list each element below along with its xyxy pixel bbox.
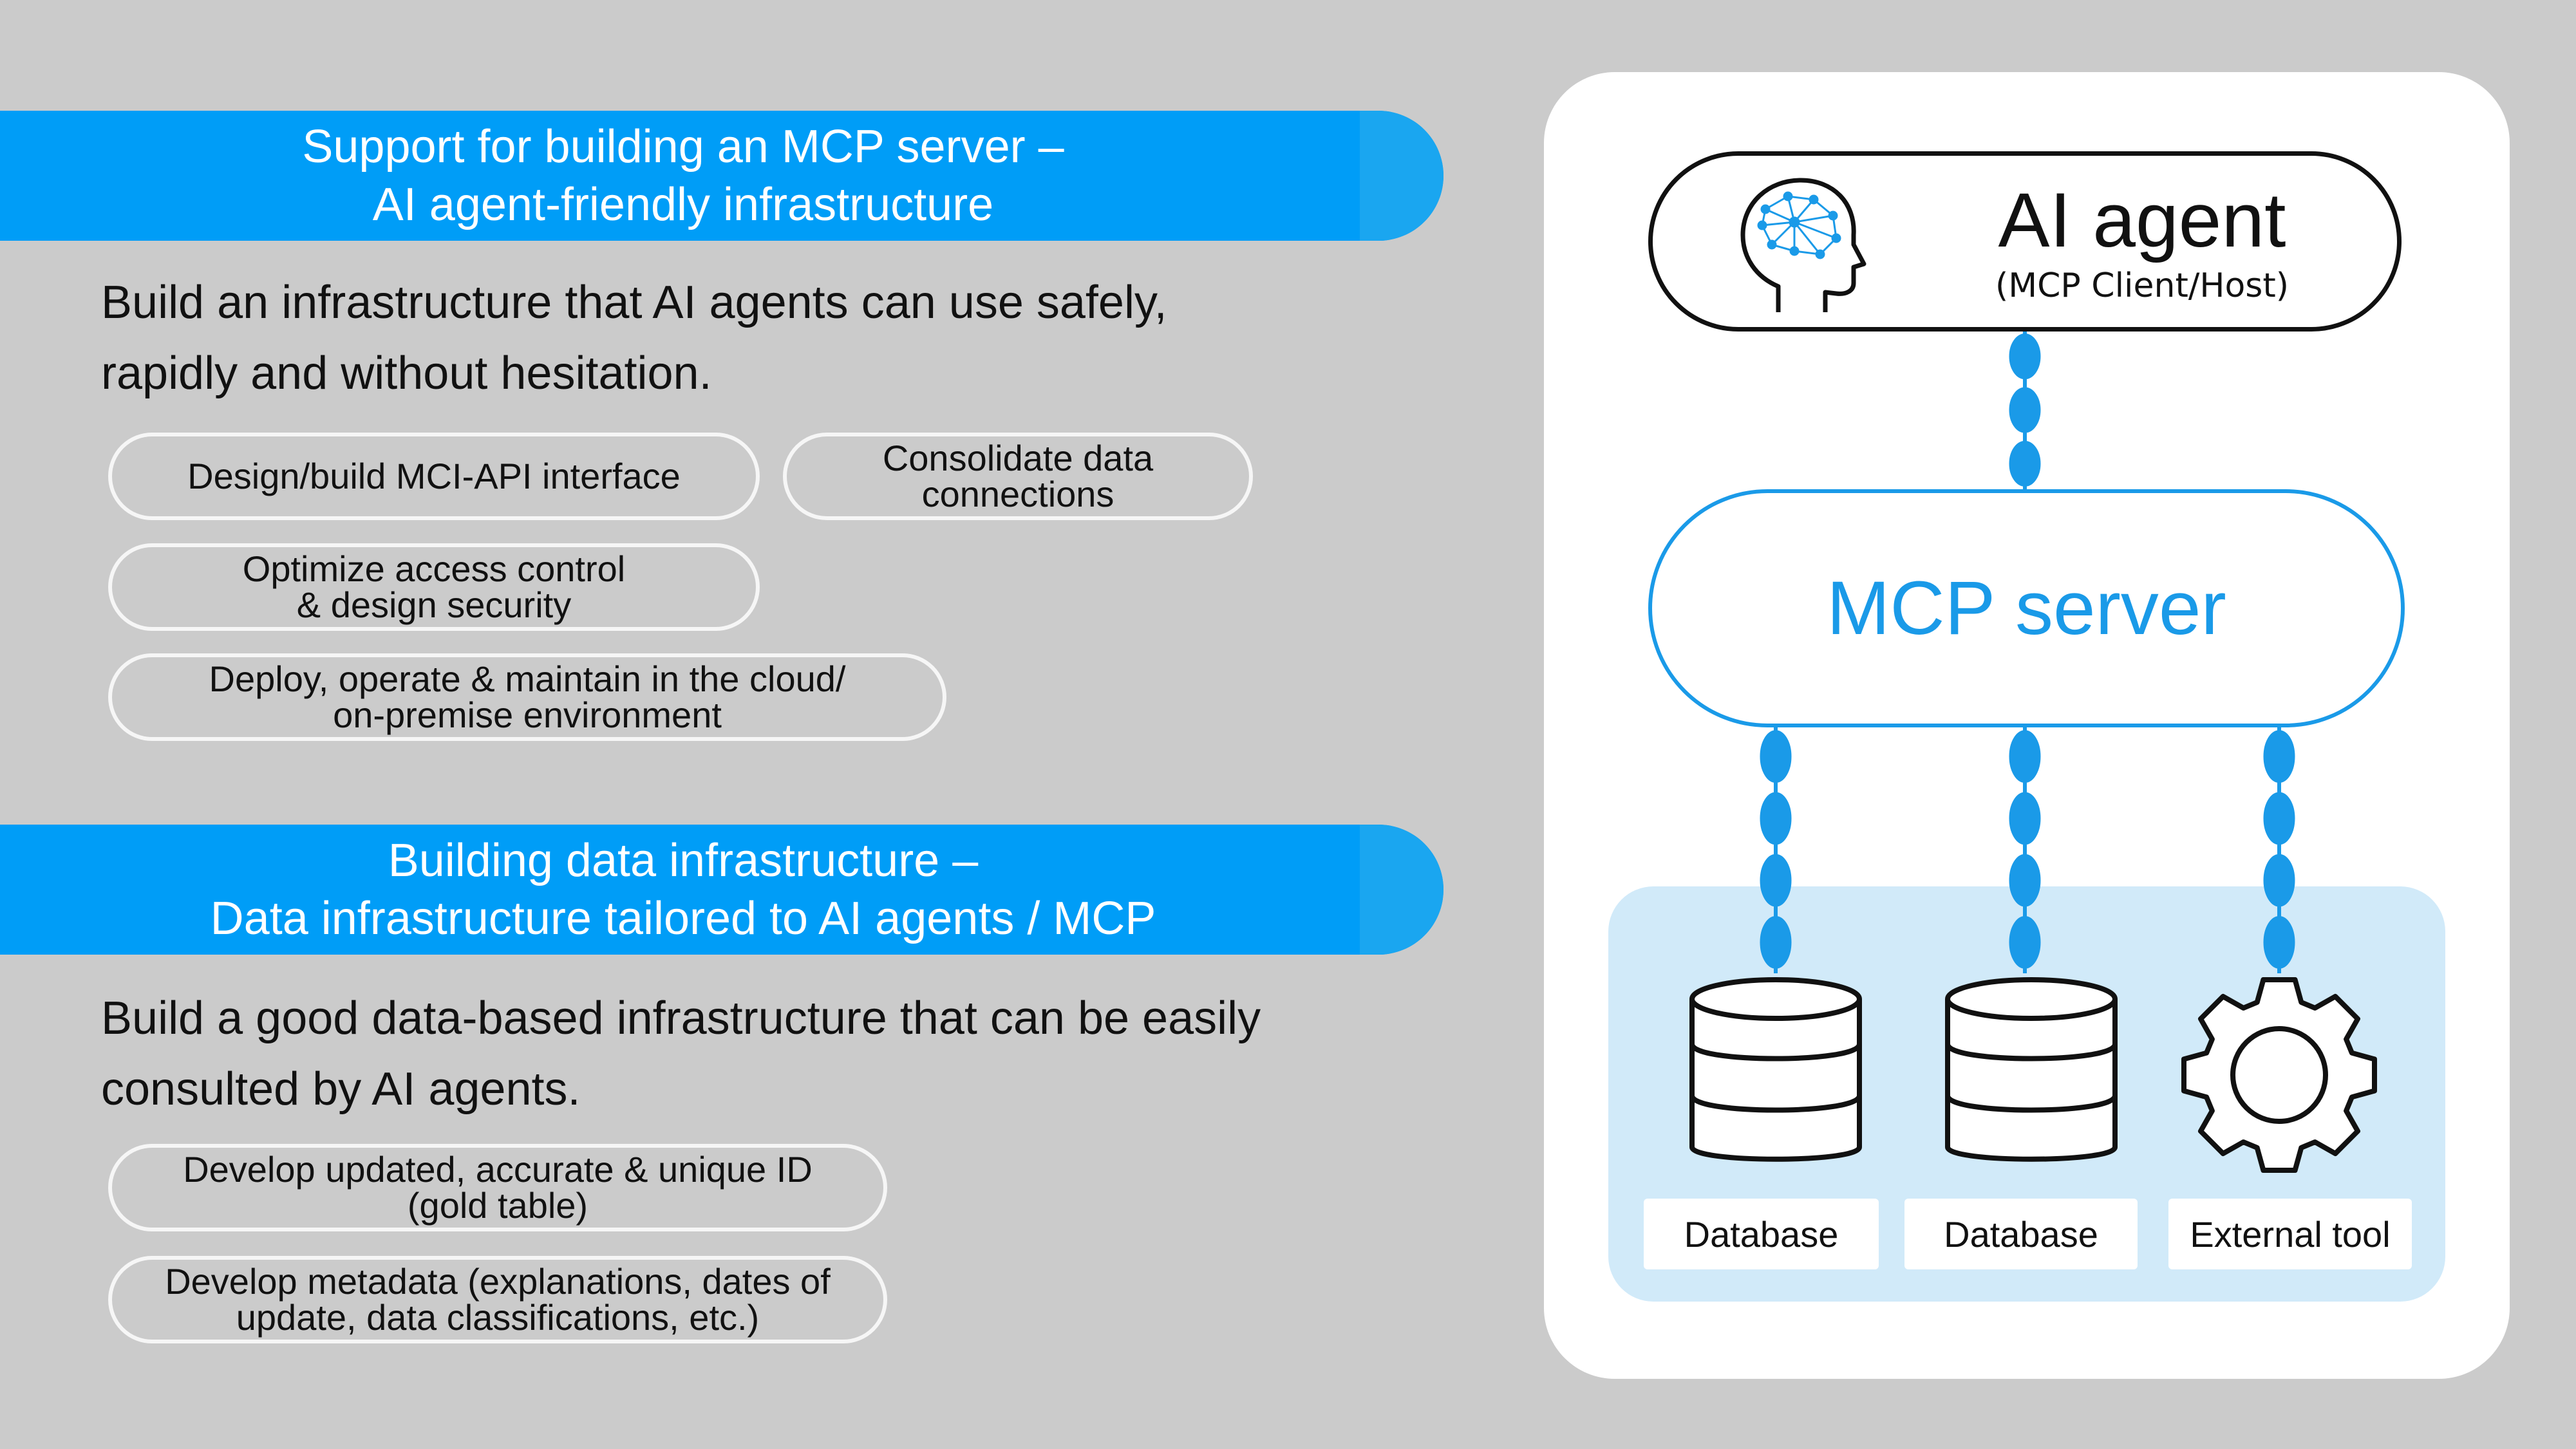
- connector-bead: [2009, 730, 2041, 783]
- section1-banner: Support for building an MCP server – AI …: [0, 111, 1443, 241]
- connector-bead: [2009, 854, 2041, 907]
- connector-bead: [1760, 915, 1792, 969]
- section1-lead-line1: Build an infrastructure that AI agents c…: [101, 277, 1167, 328]
- connector-bead: [2263, 730, 2295, 783]
- connector-bead: [2009, 792, 2041, 845]
- ai-agent-node: AI agent (MCP Client/Host): [1648, 151, 2402, 332]
- item-label-line2: update, data classifications, etc.): [236, 1297, 760, 1338]
- connector-lines: [1760, 330, 2295, 973]
- section2-lead: Build a good data-based infrastructure t…: [101, 983, 1261, 1125]
- connector-bead: [2263, 915, 2295, 969]
- section1-lead: Build an infrastructure that AI agents c…: [101, 267, 1167, 409]
- resource-label-database-1: Database: [1644, 1199, 1879, 1269]
- database-icon: [1689, 977, 1862, 1162]
- item-metadata: Develop metadata (explanations, dates of…: [108, 1256, 887, 1343]
- item-label-line2: & design security: [296, 584, 572, 625]
- item-label-line2: on-premise environment: [333, 695, 722, 735]
- connector-bead: [1760, 792, 1792, 845]
- connector-bead: [2009, 440, 2041, 487]
- connector-bead: [2263, 792, 2295, 845]
- item-label-line1: Develop updated, accurate & unique ID: [183, 1149, 813, 1190]
- connector-bead: [1760, 730, 1792, 783]
- architecture-diagram: AI agent (MCP Client/Host) MCP server Da…: [1544, 72, 2510, 1379]
- connector-bead: [2263, 854, 2295, 907]
- item-label-line1: Develop metadata (explanations, dates of: [165, 1261, 831, 1302]
- connector-bead: [1760, 854, 1792, 907]
- section1-banner-line1: Support for building an MCP server –: [302, 121, 1064, 173]
- item-design-build-interface: Design/build MCI-API interface: [108, 433, 760, 520]
- section1-banner-line2: AI agent-friendly infrastructure: [372, 179, 994, 230]
- connector-bead: [2009, 387, 2041, 433]
- gear-icon: [2181, 977, 2377, 1173]
- item-label-line2: connections: [921, 474, 1114, 514]
- mcp-server-label: MCP server: [1827, 566, 2226, 651]
- item-unique-id: Develop updated, accurate & unique ID (g…: [108, 1144, 887, 1231]
- item-label-line2: (gold table): [407, 1185, 588, 1226]
- item-access-control: Optimize access control & design securit…: [108, 543, 760, 631]
- section2-banner: Building data infrastructure – Data infr…: [0, 825, 1443, 955]
- head-brain-icon: [1740, 178, 1866, 312]
- connector-bead: [2009, 333, 2041, 380]
- item-label-line1: Design/build MCI-API interface: [187, 456, 681, 496]
- section2-lead-line2: consulted by AI agents.: [101, 1063, 581, 1115]
- section2-lead-line1: Build a good data-based infrastructure t…: [101, 993, 1261, 1044]
- item-consolidate-data: Consolidate data connections: [783, 433, 1253, 520]
- item-label-line1: Consolidate data: [882, 438, 1154, 478]
- item-label-line1: Deploy, operate & maintain in the cloud/: [209, 659, 846, 699]
- resource-label-external-tool: External tool: [2168, 1199, 2412, 1269]
- connector-bead: [2009, 915, 2041, 969]
- mcp-server-node: MCP server: [1648, 489, 2405, 727]
- section1-lead-line2: rapidly and without hesitation.: [101, 348, 712, 399]
- resource-label-database-2: Database: [1904, 1199, 2138, 1269]
- database-icon: [1945, 977, 2118, 1162]
- ai-agent-title: AI agent: [1998, 177, 2286, 263]
- item-deploy-operate: Deploy, operate & maintain in the cloud/…: [108, 653, 946, 741]
- section2-banner-line2: Data infrastructure tailored to AI agent…: [210, 893, 1156, 944]
- item-label-line1: Optimize access control: [242, 548, 626, 589]
- ai-agent-subtitle: (MCP Client/Host): [1995, 266, 2289, 305]
- section2-banner-line1: Building data infrastructure –: [388, 835, 979, 886]
